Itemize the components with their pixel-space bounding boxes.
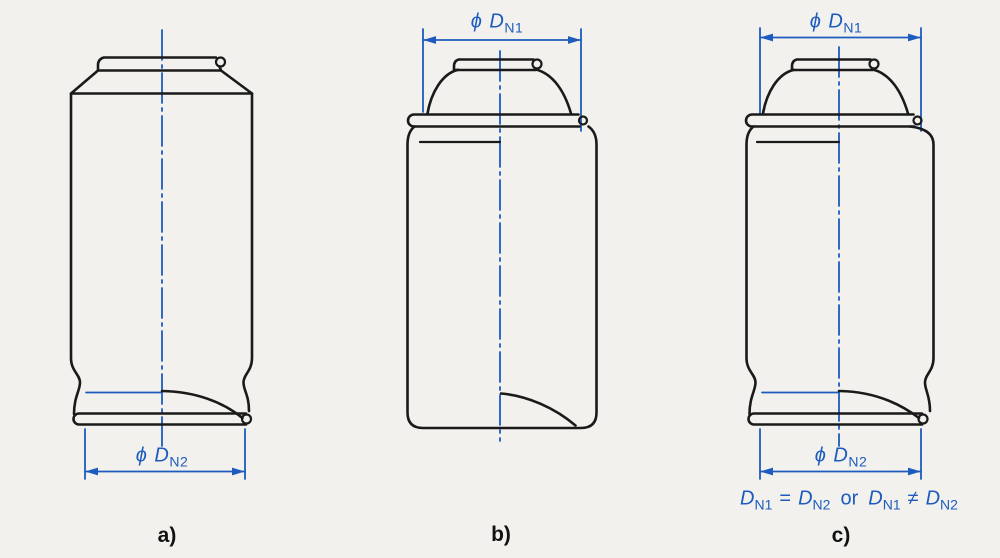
can-c-bottom-rim (747, 412, 924, 426)
arrowhead-left (423, 36, 436, 44)
arrowhead-left (760, 467, 773, 476)
arrowhead-right (568, 36, 581, 44)
arrowhead-right (232, 467, 245, 476)
arrowhead-left (760, 33, 773, 42)
can-b-seam-bead (577, 115, 589, 126)
can-c-drawing (744, 27, 935, 480)
diameter-symbol: ϕ (809, 10, 822, 33)
can-c-bottom-rim-bead (917, 413, 929, 425)
arrowhead-left (85, 467, 98, 476)
can-a-base-dome (160, 389, 244, 420)
not-equal-sign: ≠ (907, 487, 919, 510)
diameter-symbol: ϕ (135, 444, 148, 467)
can-c-seam-bead (912, 115, 923, 126)
can-c-top-extension-lines (759, 27, 922, 132)
arrowhead-right (908, 33, 921, 42)
can-c-dome (761, 68, 910, 115)
conjunction-or: or (840, 487, 859, 510)
can-b-seam-flange (406, 113, 581, 128)
can-b-extension-lines (422, 28, 582, 132)
can-a-top-curl-bead (214, 56, 227, 68)
can-a-drawing (69, 29, 254, 480)
can-c-valve-cup-bead (868, 58, 880, 70)
panel-label-c: c) (831, 524, 851, 547)
can-c-valve-cup (790, 58, 874, 72)
panel-label-b: b) (491, 523, 511, 546)
can-a-shoulder (69, 69, 254, 95)
can-a-top-curl (96, 56, 223, 72)
can-b-drawing (406, 28, 598, 442)
can-b-valve-cup (452, 58, 537, 72)
can-a-body-walls (69, 92, 254, 416)
panel-label-a: a) (157, 524, 177, 547)
equals-sign: = (779, 487, 792, 510)
can-b-dome (426, 68, 573, 115)
diameter-symbol: ϕ (470, 10, 483, 33)
diameter-symbol: ϕ (814, 444, 827, 467)
can-b-body-outline (406, 125, 598, 430)
can-b-valve-cup-bead (531, 58, 543, 70)
can-c-base-dome (837, 389, 921, 420)
can-b-base-dome (499, 392, 577, 427)
arrowhead-right (908, 467, 921, 476)
can-a-bottom-rim (72, 412, 248, 426)
can-c-body-walls (745, 125, 935, 416)
can-a-bottom-rim-bead (240, 413, 253, 425)
can-c-seam-flange (744, 113, 916, 128)
